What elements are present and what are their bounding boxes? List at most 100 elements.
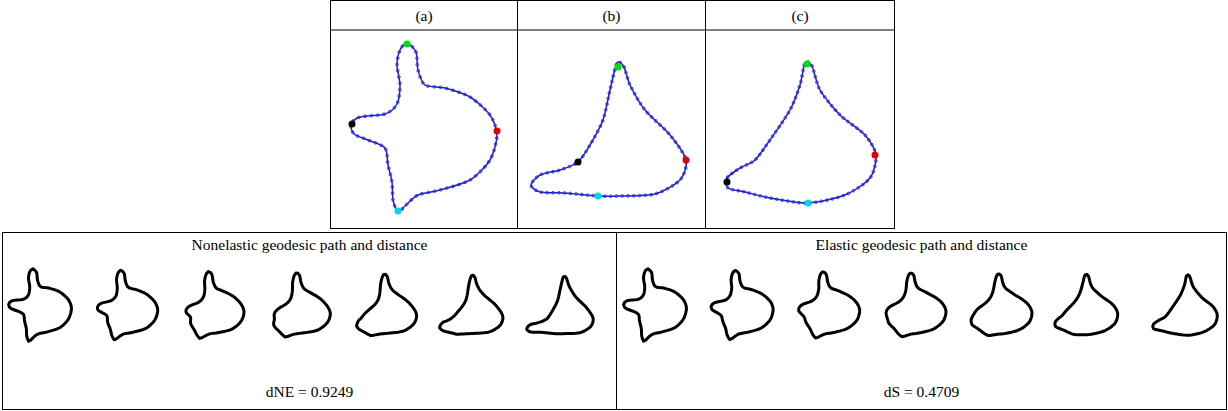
sample-point [683, 172, 686, 175]
sample-point [801, 75, 804, 78]
sample-point [608, 91, 611, 94]
sample-point [398, 88, 401, 91]
sample-point [626, 77, 629, 80]
sample-point [427, 191, 430, 194]
sample-point [798, 201, 801, 204]
landmark-dot [404, 41, 411, 48]
sample-point [484, 108, 487, 111]
sample-point [847, 192, 850, 195]
sampled-curve [530, 61, 689, 199]
result-box: Elastic geodesic path and distance dS = 0… [616, 232, 1227, 410]
sample-point [834, 109, 837, 112]
sample-point [479, 170, 482, 173]
result-box: Nonelastic geodesic path and distance dNE… [2, 232, 617, 410]
landmark-dot [683, 157, 690, 164]
sample-point [383, 113, 386, 116]
sample-point [774, 130, 777, 133]
sample-point [592, 194, 595, 197]
box-title: Nonelastic geodesic path and distance [3, 236, 616, 254]
sample-point [392, 198, 395, 201]
sample-point [612, 74, 615, 77]
sample-point [644, 194, 647, 197]
sample-point [530, 185, 533, 188]
sample-point [636, 97, 639, 100]
sample-point [770, 197, 773, 200]
sample-point [351, 131, 354, 134]
sample-point [820, 91, 823, 94]
sample-point [820, 200, 823, 203]
sample-point [726, 186, 729, 189]
sample-point [417, 69, 420, 72]
geodesic-shape [186, 272, 244, 339]
sample-point [823, 96, 826, 99]
sample-point [831, 197, 834, 200]
sample-point [655, 192, 658, 195]
sample-point [380, 144, 383, 147]
sample-point [621, 195, 624, 198]
sample-point [491, 118, 494, 121]
sample-point [836, 196, 839, 199]
sample-point [452, 185, 455, 188]
sample-point [439, 86, 442, 89]
sample-point [495, 137, 498, 140]
box-title: Elastic geodesic path and distance [617, 236, 1226, 254]
sample-point [387, 167, 390, 170]
sample-point [812, 70, 815, 73]
sample-point [568, 165, 571, 168]
geodesic-shape [1153, 275, 1218, 336]
sample-point [864, 134, 867, 137]
sample-point [483, 165, 486, 168]
sample-point [357, 116, 360, 119]
sample-point [650, 116, 653, 119]
sampled-curve [724, 61, 879, 207]
sample-point [396, 69, 399, 72]
sample-point [846, 120, 849, 123]
sample-point [398, 76, 401, 79]
sample-point [681, 150, 684, 153]
shape-curves [9, 41, 1218, 342]
sample-point [439, 188, 442, 191]
sample-point [405, 203, 408, 206]
distance-value: dS = 0.4709 [617, 383, 1226, 401]
sample-point [731, 172, 734, 175]
sample-point [726, 176, 729, 179]
geodesic-shape [1055, 274, 1118, 334]
sample-point [609, 195, 612, 198]
geodesic-shape [799, 272, 860, 338]
sample-point [676, 181, 679, 184]
sample-point [569, 192, 572, 195]
distance-value: dNE = 0.9249 [3, 383, 616, 401]
sample-point [490, 155, 493, 158]
sample-point [866, 180, 869, 183]
sample-point [611, 80, 614, 83]
sample-point [603, 114, 606, 117]
sample-point [759, 194, 762, 197]
sample-point [790, 106, 793, 109]
sample-point [546, 171, 549, 174]
sample-point [860, 130, 863, 133]
sample-point [677, 145, 680, 148]
sample-point [661, 190, 664, 193]
sample-point [817, 86, 820, 89]
sample-point [488, 113, 491, 116]
sample-point [615, 195, 618, 198]
landmark-dot [595, 193, 602, 200]
sample-point [493, 149, 496, 152]
curve-outline [531, 62, 686, 196]
sample-point [771, 135, 774, 138]
sample-point [872, 170, 875, 173]
sample-point [826, 199, 829, 202]
sample-point [362, 137, 365, 140]
sample-point [601, 120, 604, 123]
sample-point [874, 159, 877, 162]
sample-point [411, 45, 414, 48]
curve-outline [726, 62, 876, 203]
sample-point [445, 187, 448, 190]
sample-point [427, 85, 430, 88]
sample-point [535, 189, 538, 192]
sample-point [667, 132, 670, 135]
sample-point [671, 184, 674, 187]
sample-point [765, 144, 768, 147]
landmark-dot [575, 159, 582, 166]
sample-point [458, 183, 461, 186]
